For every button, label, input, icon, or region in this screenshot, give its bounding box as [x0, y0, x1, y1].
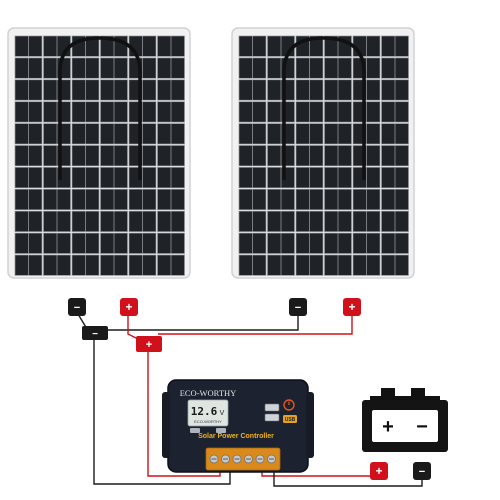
connector-plus-sign: +: [348, 300, 355, 314]
usb-badge: [283, 415, 297, 423]
battery-top: [370, 396, 440, 402]
connector-minus-sign: −: [295, 302, 301, 314]
wire-negative-to-controller: [93, 340, 231, 485]
battery-terminal-right: [411, 388, 425, 396]
wire-positive-to-controller: [147, 352, 221, 477]
wire-positive-right: [158, 314, 353, 335]
branch-connector-positive: +: [136, 336, 162, 352]
connector-plus-sign: +: [375, 464, 382, 478]
solar-panel-right: [231, 27, 415, 279]
connector-minus-sign: −: [419, 466, 425, 478]
connector-battery-negative: −: [413, 462, 431, 480]
wire-battery-negative: [273, 470, 423, 487]
branch-minus-sign: −: [92, 329, 98, 340]
lcd-brand: ECO-WORTHY: [194, 419, 222, 424]
terminal-block: [205, 447, 281, 471]
battery-terminal-left: [381, 388, 395, 396]
controller-button-left[interactable]: [190, 428, 200, 433]
lcd-unit: V: [220, 410, 225, 417]
controller-lcd: [187, 399, 229, 427]
panel-right-cable: [282, 36, 366, 180]
controller-label: Solar Power Controller: [198, 433, 274, 440]
charge-controller: ECO-WORTHY 12.6 V ECO-WORTHY USB Solar P…: [162, 379, 314, 473]
panel-right-cells: [238, 35, 409, 276]
connector-panel-left-positive: +: [120, 298, 138, 316]
connector-panel-right-positive: +: [343, 298, 361, 316]
branch-connector-negative: −: [82, 326, 108, 340]
usb-badge-label: USB: [285, 417, 296, 423]
panel-left-cells: [14, 35, 185, 276]
usb-port-2[interactable]: [264, 413, 280, 422]
connector-panel-right-negative: −: [289, 298, 307, 316]
battery: + −: [362, 388, 448, 452]
controller-mount-left: [162, 392, 170, 458]
controller-button-right[interactable]: [216, 428, 226, 433]
battery-minus-sign: −: [416, 416, 428, 438]
usb-port-1[interactable]: [264, 403, 280, 412]
panel-left-cable: [58, 36, 142, 180]
connector-minus-sign: −: [74, 302, 80, 314]
connector-plus-sign: +: [125, 300, 132, 314]
battery-label-plate: [372, 410, 438, 442]
connector-panel-left-negative: −: [68, 298, 86, 316]
controller-brand: ECO-WORTHY: [180, 388, 237, 398]
wire-negative-right: [100, 314, 299, 331]
connector-battery-positive: +: [370, 462, 388, 480]
lcd-value: 12.6: [191, 405, 218, 418]
battery-plus-sign: +: [382, 416, 394, 438]
terminal-screws: [209, 454, 276, 464]
branch-plus-sign: +: [146, 339, 152, 351]
solar-panel-left: [7, 27, 191, 279]
controller-mount-right: [306, 392, 314, 458]
